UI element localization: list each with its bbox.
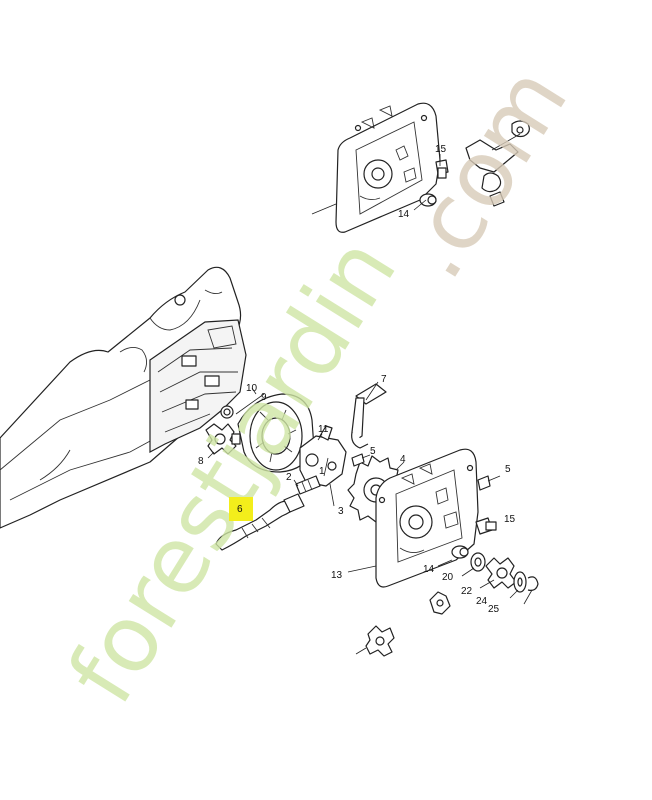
label-25: 25 — [488, 604, 500, 615]
label-7: 7 — [381, 374, 387, 385]
label-20: 20 — [442, 572, 454, 583]
circlip-25 — [527, 576, 539, 591]
label-13: 13 — [331, 570, 343, 581]
highlight-marker — [229, 497, 253, 521]
screw-5-right — [477, 475, 501, 491]
label-6: 6 — [237, 504, 243, 515]
pinion-lower-2 — [355, 625, 395, 657]
sleeve-top — [419, 193, 437, 207]
tensioner-parts-top — [465, 120, 530, 207]
pinion-lower-1 — [429, 591, 451, 615]
label-14-top: 14 — [398, 209, 410, 220]
label-2: 2 — [286, 472, 292, 483]
washer-20 — [470, 552, 486, 572]
label-1: 1 — [319, 466, 325, 477]
label-11: 11 — [318, 424, 329, 435]
label-14-bottom: 14 — [423, 564, 435, 575]
label-5-mid: 5 — [370, 446, 376, 457]
label-4: 4 — [400, 454, 406, 465]
oil-hose-6 — [215, 493, 305, 551]
label-22: 22 — [461, 586, 473, 597]
part-labels: 15 14 10 9 7 11 5 4 8 1 2 5 6 3 15 13 14… — [198, 144, 516, 615]
tensioner-screw-top — [435, 159, 449, 179]
ring-9 — [220, 405, 234, 419]
label-24: 24 — [476, 596, 488, 607]
label-5-right: 5 — [505, 464, 511, 475]
label-9: 9 — [261, 392, 267, 403]
sprocket-8 — [205, 423, 241, 455]
leader-lines — [207, 154, 533, 605]
oil-pump-body — [299, 425, 347, 487]
label-8: 8 — [198, 456, 204, 467]
sleeve-14-bottom — [451, 545, 469, 559]
handle-7 — [351, 383, 387, 449]
screw-15-bottom — [475, 517, 497, 535]
sprocket-22 — [485, 557, 517, 589]
screw-5-mid — [351, 453, 371, 467]
side-cover-assembly-top — [311, 102, 441, 233]
washer-24 — [513, 571, 527, 593]
label-3: 3 — [338, 506, 344, 517]
label-10: 10 — [246, 383, 258, 394]
clutch-drum — [237, 393, 315, 473]
label-15-bottom: 15 — [504, 514, 516, 525]
engine-block — [149, 319, 247, 453]
label-15-top: 15 — [435, 144, 447, 155]
bolt-2 — [295, 475, 321, 495]
